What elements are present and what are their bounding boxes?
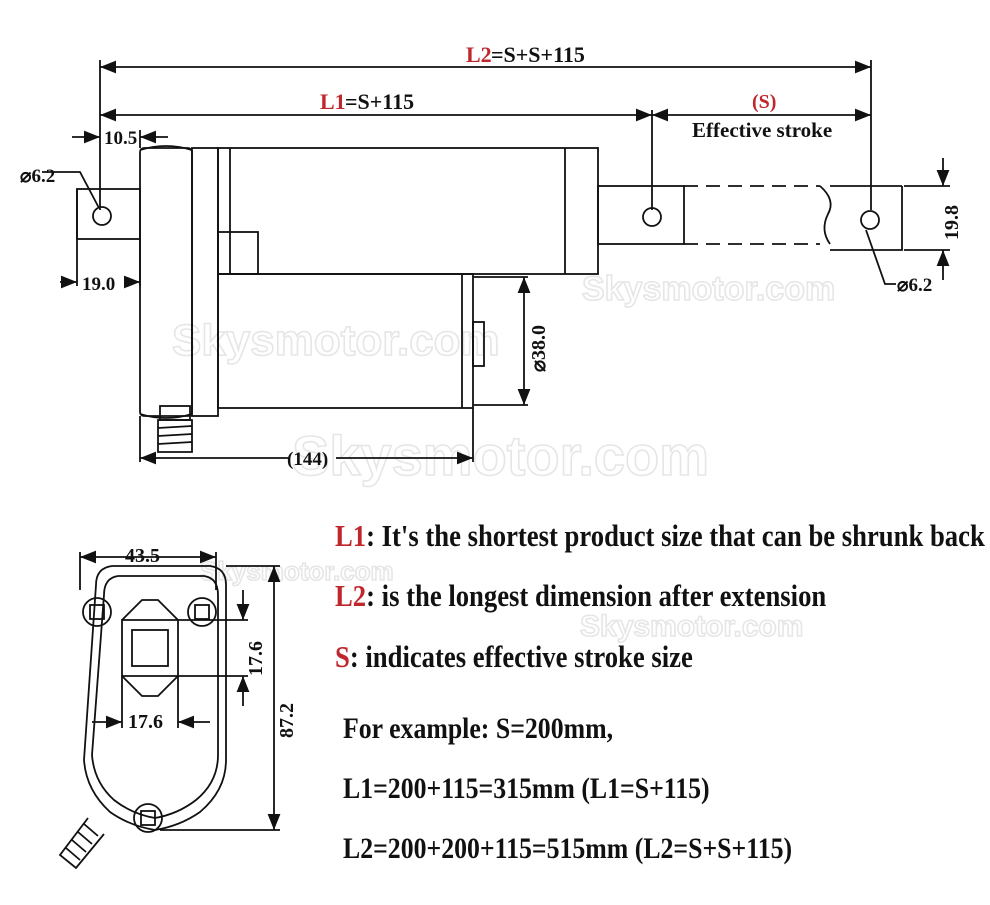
watermark-3: Skysmotor.com: [582, 270, 835, 308]
gearbox-housing: [139, 147, 193, 417]
stroke-caption: Effective stroke: [692, 118, 832, 142]
gearbox-cover: [191, 147, 219, 417]
end-view-square-width: 17.6: [128, 711, 163, 733]
watermark-1: Skysmotor.com: [172, 316, 500, 365]
watermark-5: Skysmotor.com: [200, 556, 394, 586]
rear-clevis-hole: [92, 206, 112, 226]
example-line-2: L1=200+115=315mm (L1=S+115): [343, 772, 710, 805]
definition-l1-key: L1: [335, 518, 367, 553]
l2-label-key: L2: [466, 42, 492, 67]
rod-end-height: 19.8: [941, 205, 963, 240]
definition-s-key: S: [335, 639, 350, 674]
bolt-bottom: [133, 803, 163, 833]
l1-label-formula: =S+115: [345, 89, 414, 114]
rod-end-hole: [642, 207, 662, 227]
stroke-label: (S): [752, 91, 776, 113]
end-view-outline: [83, 565, 227, 831]
end-view-height: 87.2: [276, 703, 298, 738]
end-view-square-height: 17.6: [245, 641, 267, 676]
l1-label-key: L1: [320, 89, 346, 114]
body-length: (144): [287, 449, 328, 470]
extended-rod-hole: [860, 210, 880, 230]
outer-tube: [217, 147, 599, 275]
definition-l2: L2: is the longest dimension after exten…: [335, 580, 826, 611]
definition-l1: L1: It's the shortest product size that …: [335, 520, 985, 551]
front-hole-diameter: ⌀6.2: [897, 275, 932, 296]
offset-front-dimension: 10.5: [104, 128, 137, 149]
l2-label-formula: =S+S+115: [491, 42, 585, 67]
motor-diameter: ⌀38.0: [528, 325, 550, 372]
bolt-top-left: [82, 597, 112, 627]
bolt-top-right: [187, 597, 217, 627]
rear-clevis-height: 19.0: [82, 274, 115, 295]
definition-s-text: : indicates effective stroke size: [349, 639, 693, 674]
inner-rod: [597, 185, 685, 245]
example-line-3: L2=200+200+115=515mm (L2=S+S+115): [343, 832, 793, 865]
definition-l1-text: : It's the shortest product size that ca…: [366, 518, 985, 553]
definition-s: S: indicates effective stroke size: [335, 641, 693, 672]
watermark-4: Skysmotor.com: [580, 610, 803, 643]
definition-l2-text: : is the longest dimension after extensi…: [366, 578, 827, 613]
end-view-width: 43.5: [125, 545, 160, 567]
definition-l2-key: L2: [335, 578, 367, 613]
watermark-2: Skysmotor.com: [292, 424, 709, 487]
rear-clevis: [76, 188, 141, 240]
example-line-1: For example: S=200mm,: [343, 712, 614, 745]
rear-hole-diameter: ⌀6.2: [20, 166, 55, 187]
center-square: [121, 599, 179, 697]
